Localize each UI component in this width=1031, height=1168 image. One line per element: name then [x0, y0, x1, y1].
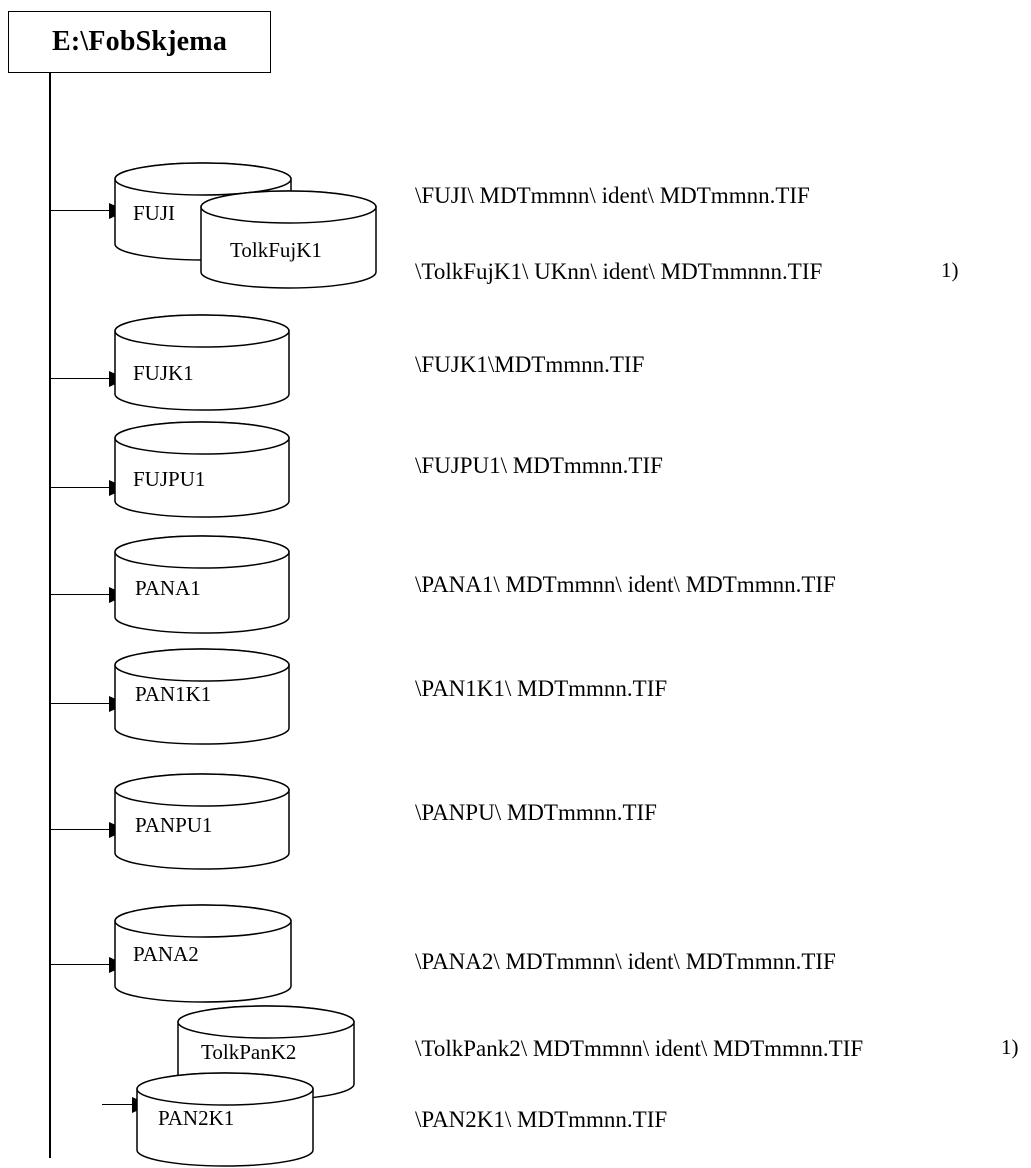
- drive-label-pana2: PANA2: [133, 942, 199, 966]
- branch-line-pan1k1: [49, 703, 109, 705]
- tree-trunk-line: [49, 73, 51, 1158]
- branch-line-pana2: [49, 964, 109, 966]
- branch-line-fujk1: [49, 378, 109, 380]
- file-path-pana1: \PANA1\ MDTmmnn\ ident\ MDTmmnn.TIF: [415, 572, 836, 597]
- drive-label-fujpu1: FUJPU1: [133, 467, 206, 491]
- cylinder-top: [114, 904, 292, 938]
- drive-label-pan1k1: PAN1K1: [135, 682, 212, 706]
- file-path-tolkfujk1: \TolkFujK1\ UKnn\ ident\ MDTmmnnn.TIF: [415, 259, 823, 284]
- branch-line-fujpu1: [49, 487, 109, 489]
- cylinder-top: [114, 421, 290, 455]
- file-path-tolkpank2: \TolkPank2\ MDTmmnn\ ident\ MDTmmnn.TIF: [415, 1036, 864, 1061]
- file-path-pana2: \PANA2\ MDTmmnn\ ident\ MDTmmnn.TIF: [415, 949, 836, 974]
- file-path-panpu1: \PANPU\ MDTmmnn.TIF: [415, 800, 657, 825]
- file-path-fuji: \FUJI\ MDTmmnn\ ident\ MDTmmnn.TIF: [415, 183, 810, 208]
- drive-cylinder-fujk1: [114, 314, 290, 411]
- drive-cylinder-tolkfujk1: [200, 190, 377, 289]
- root-folder-box: E:\FobSkjema: [8, 11, 271, 73]
- drive-cylinder-pan2k1: [136, 1072, 314, 1167]
- footnote-marker-tolkfujk1: 1): [941, 258, 959, 282]
- cylinder-top: [114, 648, 290, 682]
- drive-label-fujk1: FUJK1: [133, 361, 194, 385]
- cylinder-top: [114, 314, 290, 348]
- cylinder-top: [136, 1072, 314, 1106]
- drive-cylinder-pana1: [114, 535, 290, 634]
- drive-cylinder-pana2: [114, 904, 292, 1003]
- drive-label-fuji: FUJI: [133, 201, 176, 225]
- footnote-marker-tolkpank2: 1): [1001, 1035, 1019, 1059]
- branch-line-fuji: [49, 210, 109, 212]
- branch-line-pan2k1: [102, 1104, 132, 1106]
- branch-line-pana1: [49, 594, 109, 596]
- drive-label-tolkpank2: TolkPanK2: [201, 1040, 297, 1064]
- drive-cylinder-panpu1: [114, 773, 290, 870]
- drive-label-pana1: PANA1: [135, 576, 201, 600]
- drive-label-panpu1: PANPU1: [135, 813, 213, 837]
- cylinder-top: [114, 162, 292, 196]
- file-path-pan2k1: \PAN2K1\ MDTmmnn.TIF: [415, 1107, 668, 1132]
- branch-line-panpu1: [49, 829, 109, 831]
- cylinder-top: [200, 190, 377, 224]
- cylinder-top: [114, 773, 290, 807]
- root-folder-title: E:\FobSkjema: [51, 26, 228, 57]
- drive-cylinder-pan1k1: [114, 648, 290, 745]
- drive-label-pan2k1: PAN2K1: [158, 1106, 235, 1130]
- cylinder-top: [177, 1005, 355, 1039]
- file-path-fujk1: \FUJK1\MDTmmnn.TIF: [415, 352, 645, 377]
- cylinder-top: [114, 535, 290, 569]
- file-path-pan1k1: \PAN1K1\ MDTmmnn.TIF: [415, 676, 668, 701]
- drive-cylinder-fujpu1: [114, 421, 290, 518]
- drive-label-tolkfujk1: TolkFujK1: [230, 238, 322, 262]
- file-path-fujpu1: \FUJPU1\ MDTmmnn.TIF: [415, 453, 663, 478]
